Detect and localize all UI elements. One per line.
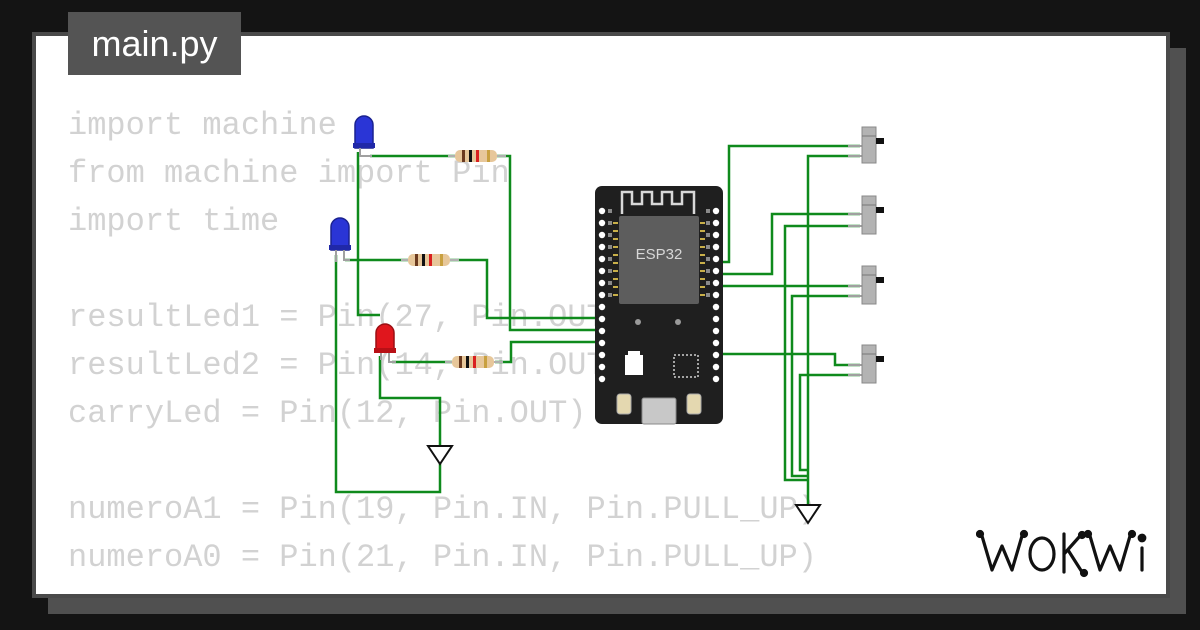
reset-button[interactable]	[686, 393, 702, 415]
code-line: carryLed = Pin(12, Pin.OUT)	[68, 395, 587, 432]
wire	[790, 294, 860, 478]
usb-port	[641, 397, 677, 425]
header-pins-left	[598, 207, 606, 383]
wire	[497, 154, 603, 332]
wire	[806, 154, 860, 505]
module-castellations	[613, 222, 705, 296]
esp32-board[interactable]: ESP32	[595, 186, 723, 425]
code-line: from machine import Pin	[68, 155, 510, 192]
wire	[716, 212, 860, 276]
resistors	[401, 150, 506, 368]
antenna-trace	[620, 190, 696, 214]
resistor[interactable]	[401, 254, 459, 266]
code-line: numeroA1 = Pin(19, Pin.IN, Pin.PULL_UP)	[68, 491, 817, 528]
ground-symbols	[426, 445, 822, 525]
slide-switch[interactable]	[848, 195, 884, 235]
wire	[495, 340, 603, 364]
slide-switch[interactable]	[848, 344, 884, 384]
wire	[450, 258, 603, 320]
led-red[interactable]	[374, 323, 396, 363]
wire	[356, 152, 380, 317]
regulator	[625, 351, 643, 375]
slide-switch[interactable]	[848, 265, 884, 305]
esp32-label: ESP32	[636, 246, 683, 263]
resistor[interactable]	[445, 356, 503, 368]
slide-switch[interactable]	[848, 126, 884, 164]
board-hole	[675, 319, 681, 325]
board-hole	[635, 319, 641, 325]
led-blue-1[interactable]	[353, 115, 375, 157]
code-line: import time	[68, 203, 280, 240]
ground-icon[interactable]	[426, 445, 454, 466]
ground-icon[interactable]	[794, 504, 822, 525]
code-line: numeroA0 = Pin(21, Pin.IN, Pin.PULL_UP)	[68, 539, 817, 576]
wire	[334, 255, 442, 494]
file-tab-main-py[interactable]: main.py	[68, 12, 241, 75]
esp32-module	[619, 216, 699, 304]
wire	[798, 373, 860, 472]
pin-silkscreen	[608, 209, 710, 297]
wire	[378, 356, 442, 446]
usb-uart-chip	[673, 354, 699, 378]
boot-button[interactable]	[616, 393, 632, 415]
code-line: import machine	[68, 107, 337, 144]
wire	[716, 352, 860, 367]
header-pins-right	[712, 207, 720, 383]
wire	[783, 224, 860, 482]
led-blue-2[interactable]	[329, 217, 351, 262]
resistor[interactable]	[448, 150, 506, 162]
wire	[716, 144, 860, 264]
wokwi-logo	[976, 529, 1147, 578]
